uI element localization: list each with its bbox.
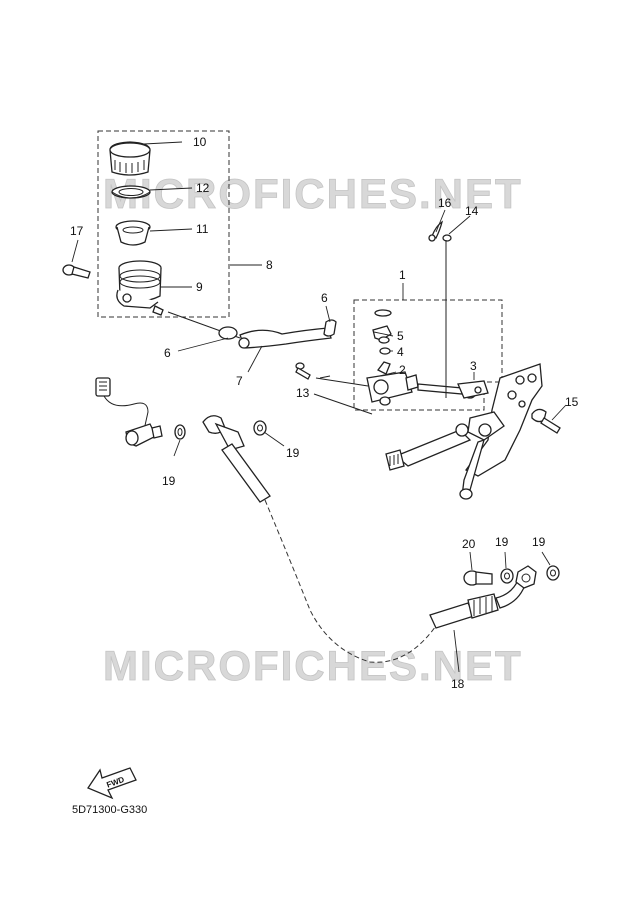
clevis bbox=[457, 380, 489, 399]
diagram-code: 5D71300-G330 bbox=[72, 804, 147, 816]
callout-3: 3 bbox=[470, 359, 477, 373]
callout-4: 4 bbox=[397, 345, 404, 359]
reservoir-body bbox=[116, 260, 164, 316]
watermark-bottom: MICROFICHES.NET bbox=[103, 642, 523, 689]
callout-11: 11 bbox=[196, 222, 209, 236]
callout-6-right: 6 bbox=[321, 291, 328, 305]
mounting-bolt bbox=[295, 362, 311, 380]
copper-washer-right-1 bbox=[500, 568, 514, 584]
pedal-lever bbox=[385, 423, 472, 471]
banjo-bolt bbox=[463, 570, 493, 586]
callout-10: 10 bbox=[193, 135, 207, 149]
callout-19-mid: 19 bbox=[286, 446, 300, 460]
diaphragm bbox=[115, 220, 151, 246]
footrest-peg-bolt bbox=[531, 408, 561, 434]
reservoir-assembly-box bbox=[97, 130, 230, 318]
o-ring bbox=[379, 347, 391, 355]
callout-5: 5 bbox=[397, 329, 404, 343]
callout-16: 16 bbox=[438, 196, 452, 210]
watermark-top: MICROFICHES.NET bbox=[103, 170, 523, 217]
callout-13: 13 bbox=[296, 386, 310, 400]
callout-7: 7 bbox=[236, 374, 243, 388]
diaphragm-plate bbox=[111, 185, 151, 199]
reservoir-screw bbox=[62, 264, 91, 279]
cotter-pin bbox=[428, 220, 444, 242]
clutch-hose-path bbox=[264, 499, 441, 663]
callout-14: 14 bbox=[465, 204, 479, 218]
pivot-pin bbox=[442, 234, 452, 398]
callout-1: 1 bbox=[399, 268, 406, 282]
callout-18: 18 bbox=[451, 677, 465, 691]
copper-washer-right-2 bbox=[546, 565, 560, 581]
bolt-leader-line bbox=[315, 377, 369, 387]
clutch-hose-lower bbox=[429, 565, 537, 629]
callout-17: 17 bbox=[70, 224, 84, 238]
leader-lines bbox=[71, 141, 567, 673]
callout-20: 20 bbox=[462, 537, 476, 551]
callout-6-left: 6 bbox=[164, 346, 171, 360]
callout-2: 2 bbox=[399, 363, 406, 377]
callout-19-right-2: 19 bbox=[532, 535, 546, 549]
callout-8: 8 bbox=[266, 258, 273, 272]
fwd-arrow-icon: FWD bbox=[87, 767, 137, 800]
reservoir-cap bbox=[109, 141, 151, 176]
footrest-bracket bbox=[459, 363, 543, 500]
callout-9: 9 bbox=[196, 280, 203, 294]
callout-15: 15 bbox=[565, 395, 579, 409]
hose-clip-left bbox=[218, 326, 250, 349]
callout-12: 12 bbox=[196, 181, 210, 195]
master-cylinder-body bbox=[366, 361, 419, 406]
copper-washer-mid bbox=[253, 420, 267, 436]
clutch-hose-upper bbox=[202, 415, 271, 503]
callout-19-right-1: 19 bbox=[495, 535, 509, 549]
copper-washer-left bbox=[174, 424, 186, 440]
hose-joint bbox=[372, 309, 392, 344]
callout-19-left: 19 bbox=[162, 474, 176, 488]
hose-clip-right bbox=[323, 319, 337, 337]
clutch-switch bbox=[95, 377, 163, 447]
clutch-line-leader bbox=[313, 393, 373, 415]
